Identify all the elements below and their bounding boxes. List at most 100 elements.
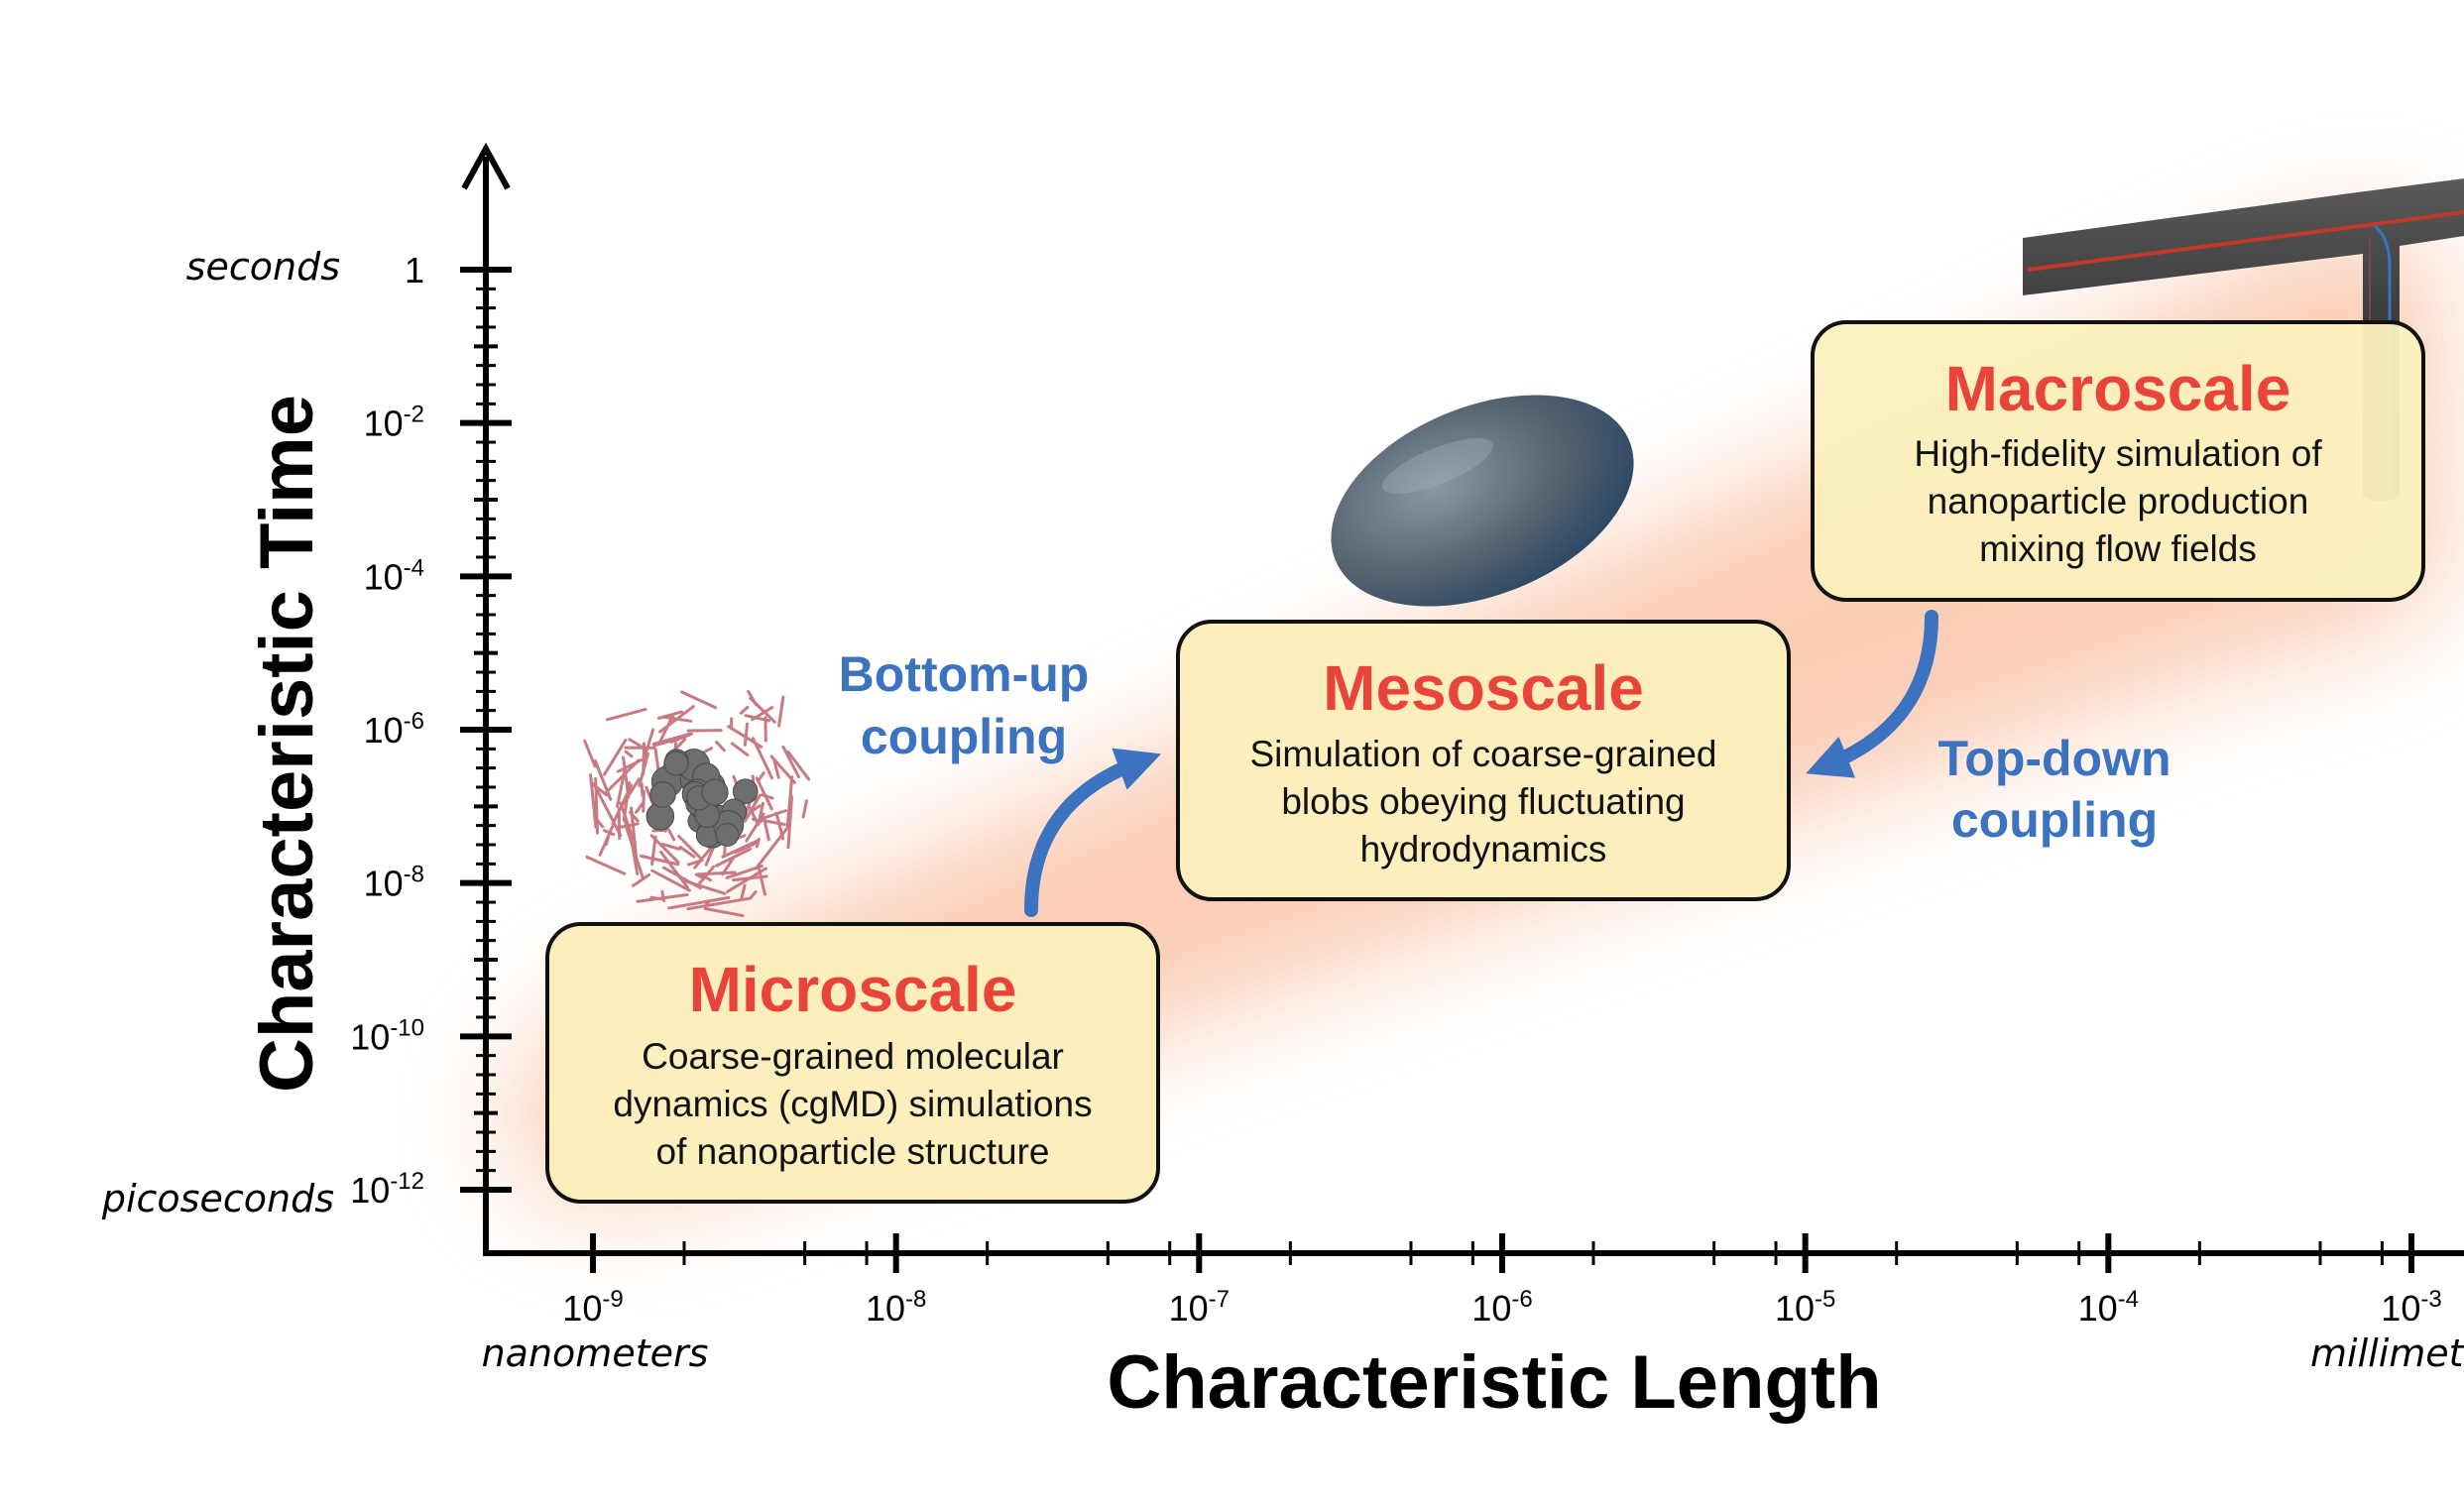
molecule-bond bbox=[715, 741, 726, 753]
molecule-bond bbox=[616, 767, 627, 808]
mesoscale-desc-line-3: hydrodynamics bbox=[1360, 829, 1607, 869]
y-tick-marks bbox=[460, 267, 512, 1193]
x-tick-label: 10-8 bbox=[866, 1286, 926, 1329]
molecule-bond bbox=[639, 854, 680, 867]
y-tick-label: 10-4 bbox=[364, 554, 424, 597]
molecule-bond bbox=[660, 889, 666, 903]
molecule-bond bbox=[659, 850, 689, 889]
molecule-bond bbox=[624, 825, 645, 880]
microscale-title: Microscale bbox=[689, 954, 1017, 1025]
molecule-bond bbox=[635, 802, 645, 814]
molecule-bond bbox=[801, 799, 808, 819]
molecule-bond bbox=[661, 715, 693, 723]
macroscale-desc-line-3: mixing flow fields bbox=[1979, 528, 2257, 569]
molecule-bond bbox=[686, 896, 752, 911]
molecule-bond bbox=[650, 835, 657, 867]
bottom-up-arrow bbox=[1024, 748, 1162, 917]
molecule-bond bbox=[759, 818, 786, 827]
nanoparticle-molecule-image bbox=[583, 689, 811, 918]
molecule-bond bbox=[744, 714, 771, 723]
molecule-bond bbox=[703, 907, 745, 918]
molecule-bond bbox=[660, 842, 681, 851]
molecule-bond bbox=[642, 789, 645, 813]
top-down-arrow bbox=[1806, 610, 1938, 778]
molecule-bond bbox=[755, 823, 792, 870]
molecule-bond bbox=[730, 742, 750, 757]
top-down-label-line-1: Top-down bbox=[1937, 731, 2171, 786]
molecule-bond bbox=[602, 829, 616, 837]
molecule-bond bbox=[745, 812, 765, 843]
molecule-bond bbox=[669, 732, 694, 744]
molecule-bead bbox=[701, 778, 729, 806]
x-tick-label: 10-9 bbox=[562, 1286, 623, 1329]
molecule-bond bbox=[747, 689, 758, 706]
molecule-bond bbox=[781, 745, 800, 779]
molecule-bond bbox=[743, 793, 762, 823]
top-down-label-line-2: coupling bbox=[1951, 792, 2158, 848]
molecule-bond bbox=[755, 837, 761, 849]
macroscale-desc-line-2: nanoparticle production bbox=[1928, 481, 2309, 521]
bottom-up-label-line-1: Bottom-up bbox=[839, 646, 1090, 702]
x-unit-high: millimet bbox=[2310, 1332, 2464, 1375]
x-tick-marks bbox=[590, 1233, 2414, 1273]
x-tick-label: 10-4 bbox=[2078, 1286, 2139, 1329]
molecule-bond bbox=[740, 883, 747, 901]
molecule-bond bbox=[585, 855, 627, 875]
molecule-bead bbox=[732, 778, 759, 805]
microscale-desc-line-1: Coarse-grained molecular bbox=[642, 1036, 1064, 1077]
macroscale-title: Macroscale bbox=[1945, 353, 2291, 424]
y-tick-label: 10-6 bbox=[364, 708, 424, 751]
molecule-bond bbox=[749, 890, 758, 899]
molecule-bond bbox=[640, 782, 645, 797]
molecule-bond bbox=[605, 707, 647, 722]
y-tick-label: 10-10 bbox=[350, 1014, 424, 1057]
molecule-bond bbox=[785, 775, 794, 829]
molecule-bond bbox=[786, 750, 811, 781]
microscale-desc-line-2: dynamics (cgMD) simulations bbox=[613, 1084, 1092, 1124]
molecule-bond bbox=[589, 781, 609, 797]
molecule-bond bbox=[593, 758, 613, 801]
macroscale-box: Macroscale High-fidelity simulation of n… bbox=[1811, 320, 2425, 602]
x-tick-label: 10-3 bbox=[2381, 1286, 2441, 1329]
molecule-bond bbox=[695, 870, 737, 876]
molecule-bond bbox=[622, 781, 632, 822]
molecule-bond bbox=[631, 872, 651, 887]
molecule-bead bbox=[649, 781, 676, 808]
molecule-bond bbox=[642, 742, 645, 776]
molecule-bond bbox=[678, 845, 696, 859]
molecule-bond bbox=[758, 809, 788, 821]
microscale-box: Microscale Coarse-grained molecular dyna… bbox=[545, 922, 1160, 1204]
molecule-bond bbox=[649, 895, 666, 901]
x-tick-label: 10-7 bbox=[1169, 1286, 1230, 1329]
x-axis-title: Characteristic Length bbox=[1107, 1340, 1881, 1425]
molecule-bond bbox=[617, 807, 622, 840]
molecule-bond bbox=[743, 722, 750, 747]
y-tick-label: 10-2 bbox=[364, 402, 424, 444]
molecule-bond bbox=[661, 866, 702, 890]
y-unit-low: picoseconds bbox=[101, 1177, 334, 1220]
molecule-bond bbox=[592, 782, 623, 838]
y-tick-label: 1 bbox=[405, 250, 424, 290]
molecule-bond bbox=[628, 810, 640, 823]
mesoscale-desc-line-1: Simulation of coarse-grained bbox=[1250, 734, 1717, 774]
x-tick-label: 10-5 bbox=[1775, 1286, 1835, 1329]
molecule-bond bbox=[624, 750, 634, 758]
molecule-bond bbox=[757, 867, 766, 896]
mesoscale-title: Mesoscale bbox=[1323, 652, 1644, 724]
mesoscale-desc-line-2: blobs obeying fluctuating bbox=[1281, 781, 1685, 822]
molecule-bond bbox=[666, 828, 676, 842]
molecule-bond bbox=[583, 739, 597, 768]
molecule-bond bbox=[677, 834, 702, 860]
molecule-bond bbox=[739, 705, 750, 715]
molecule-bond bbox=[755, 776, 773, 811]
molecule-bond bbox=[763, 817, 770, 842]
molecule-bond bbox=[653, 748, 660, 770]
blob-ellipsoid-image bbox=[1331, 395, 1634, 607]
molecule-bond bbox=[786, 794, 794, 850]
molecule-bond bbox=[757, 771, 765, 782]
molecule-bond bbox=[650, 869, 691, 892]
macroscale-desc-line-1: High-fidelity simulation of bbox=[1914, 433, 2322, 474]
